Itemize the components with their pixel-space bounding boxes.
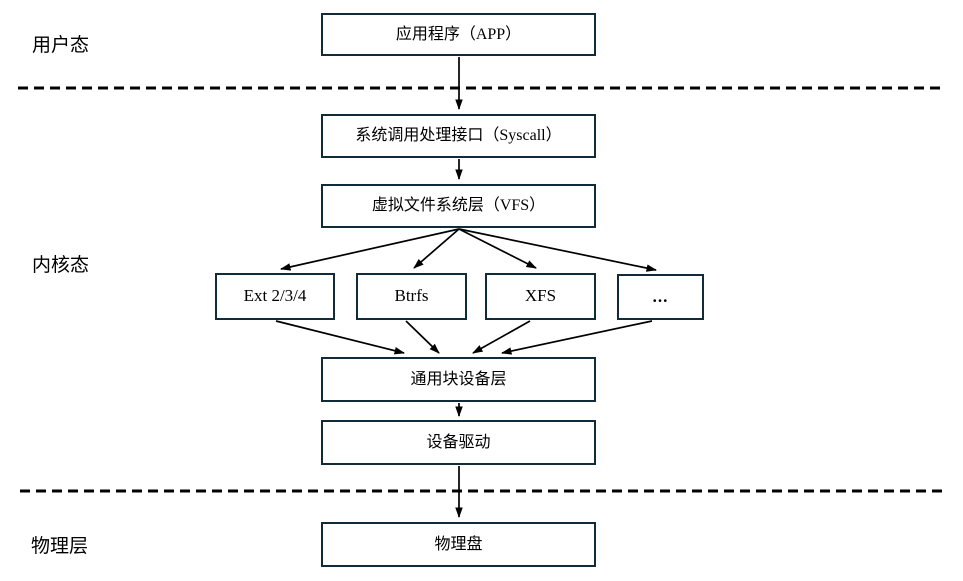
node-physical-disk: 物理盘 <box>321 522 596 567</box>
node-device-driver: 设备驱动 <box>321 420 596 465</box>
node-syscall-interface: 系统调用处理接口（Syscall） <box>321 114 596 158</box>
arrow-vfs-to-ext <box>280 228 460 271</box>
arrow-ext-to-block <box>275 320 405 355</box>
node-generic-block-layer: 通用块设备层 <box>321 357 596 402</box>
layer-label-kernel-mode: 内核态 <box>32 255 90 276</box>
layer-label-user-mode: 用户态 <box>32 35 90 56</box>
arrow-btrfs-to-block <box>405 320 440 354</box>
node-other-filesystems: ... <box>617 274 704 320</box>
node-btrfs-filesystem: Btrfs <box>356 273 467 320</box>
node-ext-filesystem: Ext 2/3/4 <box>215 273 335 320</box>
arrow-xfs-to-block <box>472 320 531 354</box>
node-application: 应用程序（APP） <box>321 13 596 56</box>
arrow-vfs-to-ellipsis <box>458 228 657 272</box>
node-vfs: 虚拟文件系统层（VFS） <box>321 184 596 228</box>
arrow-vfs-to-xfs <box>458 228 537 269</box>
arrow-ellipsis-to-block <box>501 320 653 355</box>
layer-label-physical: 物理层 <box>31 536 89 557</box>
arrow-vfs-to-btrfs <box>413 228 460 269</box>
node-xfs-filesystem: XFS <box>485 273 596 320</box>
